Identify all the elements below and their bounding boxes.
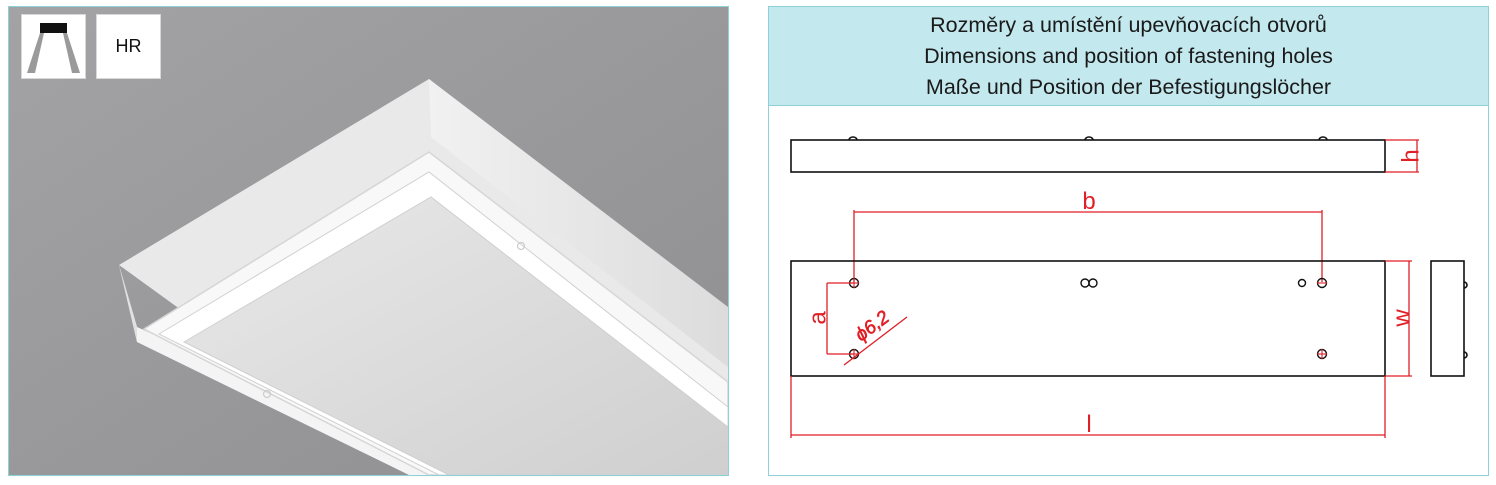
end-view (1430, 260, 1468, 377)
technical-drawing: h b (790, 136, 1468, 438)
product-photo-panel: HR (8, 6, 729, 476)
label-h: h (1397, 149, 1424, 162)
label-b: b (1082, 188, 1095, 215)
label-l: l (1086, 411, 1091, 438)
dimension-a (826, 282, 854, 355)
title-line-cs: Rozměry a umístění upevňovacích otvorů (930, 12, 1327, 37)
luminaire-optic-icon (27, 23, 80, 73)
top-view (790, 260, 1386, 377)
side-view (790, 136, 1386, 173)
label-a: a (804, 311, 831, 325)
label-hole-diameter: ϕ6,2 (851, 307, 894, 346)
dimension-l (790, 376, 1386, 438)
hole (1080, 278, 1090, 288)
type-badge: HR (96, 14, 161, 79)
label-w: w (1388, 309, 1415, 328)
dimension-w (1385, 260, 1412, 377)
dimension-drawing-panel: Rozměry a umístění upevňovacích otvorů D… (768, 6, 1489, 476)
luminaire-photo (9, 7, 728, 475)
diameter-leader (843, 316, 908, 366)
drawing-title: Rozměry a umístění upevňovacích otvorů D… (769, 7, 1488, 106)
dimension-b (853, 210, 1323, 282)
title-line-en: Dimensions and position of fastening hol… (924, 43, 1333, 68)
type-badge-label: HR (115, 36, 142, 56)
optic-badge (21, 14, 86, 79)
title-line-de: Maße und Position der Befestigungslöcher (925, 74, 1332, 99)
hole (1088, 278, 1098, 288)
hole (1297, 278, 1307, 288)
fastening-holes (848, 277, 1328, 360)
dimension-h (1385, 139, 1419, 173)
